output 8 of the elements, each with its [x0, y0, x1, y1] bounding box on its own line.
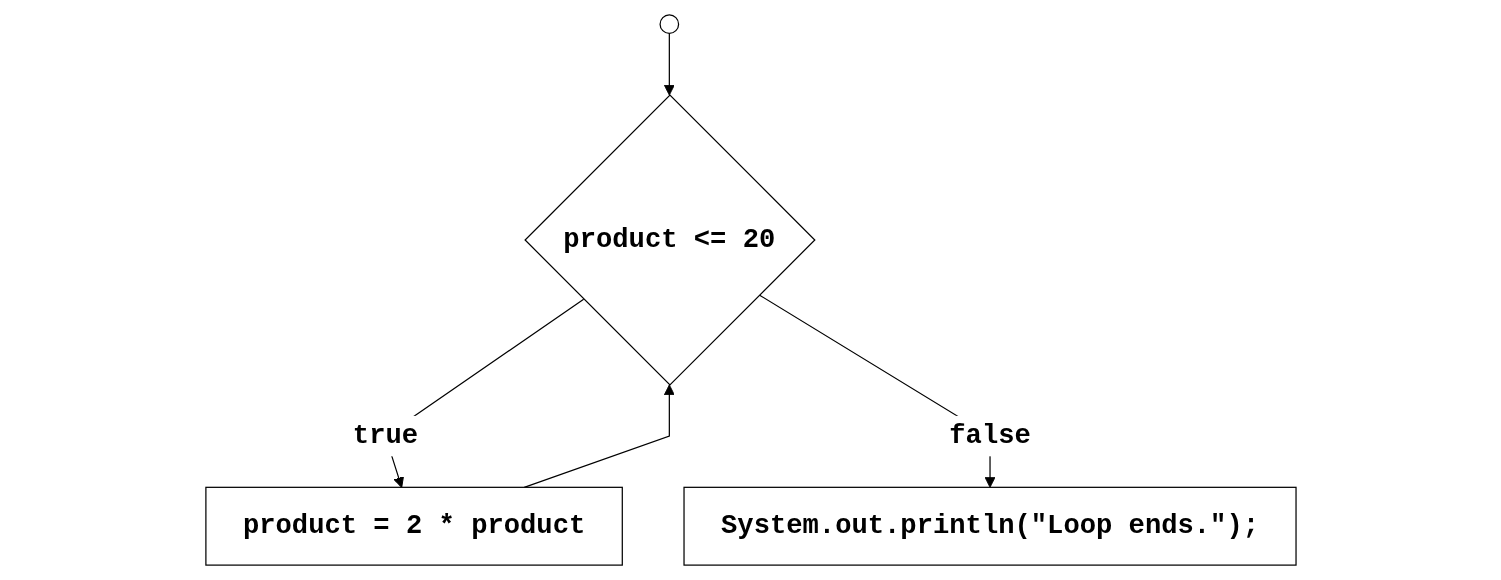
node-box: product = 2 * product [204, 486, 623, 566]
node-circle [659, 14, 679, 34]
arrow [523, 384, 675, 488]
edge-label: false [948, 420, 1031, 452]
node-box: System.out.println("Loop ends."); [682, 486, 1297, 566]
arrow [663, 32, 675, 96]
node-diamond: product <= 20 [523, 94, 816, 386]
edge-label: true [352, 420, 418, 452]
